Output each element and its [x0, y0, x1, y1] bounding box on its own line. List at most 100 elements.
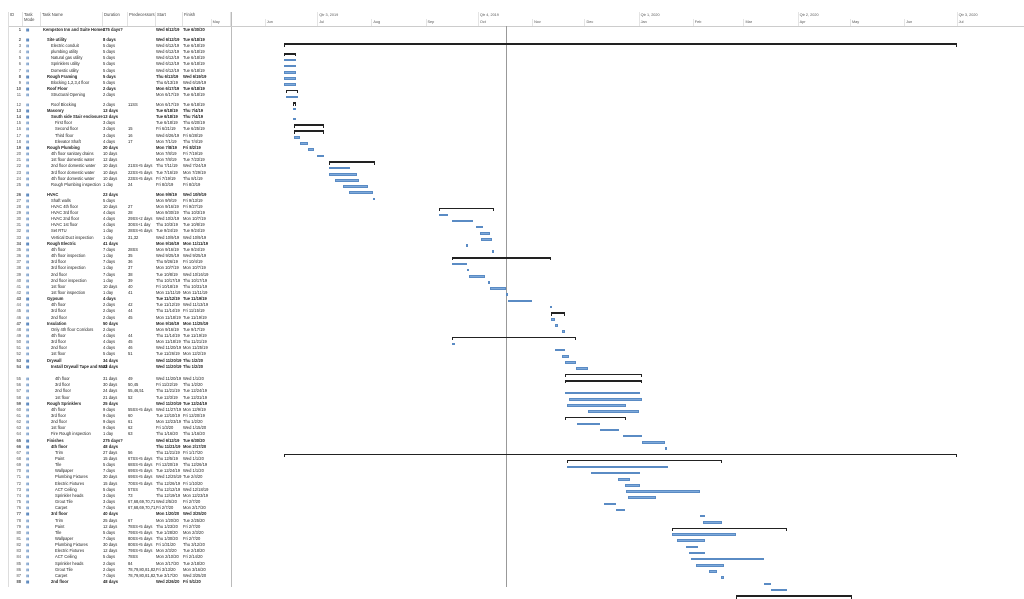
- task-bar[interactable]: [677, 539, 705, 543]
- task-bar[interactable]: [554, 348, 566, 352]
- task-bar[interactable]: [317, 154, 325, 158]
- task-bar[interactable]: [565, 361, 576, 364]
- task-bar[interactable]: [334, 179, 360, 182]
- task-bar[interactable]: [488, 281, 491, 284]
- task-bar[interactable]: [292, 117, 297, 121]
- task-bar[interactable]: [284, 71, 297, 74]
- task-bar[interactable]: [292, 107, 297, 111]
- task-bar[interactable]: [575, 367, 588, 370]
- task-bar[interactable]: [476, 225, 484, 229]
- task-bar[interactable]: [467, 268, 470, 272]
- task-bar[interactable]: [554, 324, 559, 327]
- task-bar[interactable]: [285, 95, 298, 99]
- summary-bar[interactable]: [565, 379, 643, 383]
- task-bar[interactable]: [764, 582, 772, 586]
- summary-bar[interactable]: [285, 89, 299, 93]
- task-bar[interactable]: [284, 58, 297, 62]
- summary-bar[interactable]: [329, 161, 376, 164]
- summary-bar[interactable]: [292, 102, 297, 105]
- task-bar[interactable]: [603, 502, 616, 506]
- summary-bar[interactable]: [451, 336, 576, 340]
- task-bar[interactable]: [284, 83, 297, 86]
- task-bar[interactable]: [591, 471, 641, 475]
- task-bar[interactable]: [691, 557, 765, 561]
- task-bar[interactable]: [329, 173, 358, 176]
- task-bar[interactable]: [465, 244, 468, 247]
- column-header-task-mode[interactable]: Task Mode: [23, 12, 41, 26]
- column-header-task-name[interactable]: Task Name: [41, 12, 103, 26]
- task-bar[interactable]: [561, 354, 569, 358]
- task-bar[interactable]: [294, 136, 300, 139]
- task-bar[interactable]: [626, 490, 700, 493]
- task-bar[interactable]: [451, 219, 473, 223]
- task-bar[interactable]: [622, 434, 643, 438]
- task-bar[interactable]: [699, 514, 706, 518]
- column-header-duration[interactable]: Duration: [103, 12, 128, 26]
- task-bar[interactable]: [703, 521, 723, 524]
- task-bar[interactable]: [771, 588, 788, 592]
- task-bar[interactable]: [642, 441, 665, 444]
- task-bar[interactable]: [671, 533, 737, 536]
- task-bar[interactable]: [565, 391, 641, 395]
- task-bar[interactable]: [549, 305, 552, 309]
- task-bar[interactable]: [689, 551, 706, 555]
- task-bar[interactable]: [469, 275, 485, 278]
- task-bar[interactable]: [567, 465, 669, 469]
- task-bar[interactable]: [568, 398, 643, 401]
- task-bar[interactable]: [439, 213, 449, 217]
- task-bar[interactable]: [617, 477, 630, 481]
- task-bar[interactable]: [481, 238, 492, 241]
- task-bar[interactable]: [491, 250, 494, 253]
- task-bar[interactable]: [299, 142, 309, 145]
- summary-bar[interactable]: [565, 373, 643, 377]
- task-bar[interactable]: [348, 191, 374, 195]
- task-bar[interactable]: [628, 496, 657, 499]
